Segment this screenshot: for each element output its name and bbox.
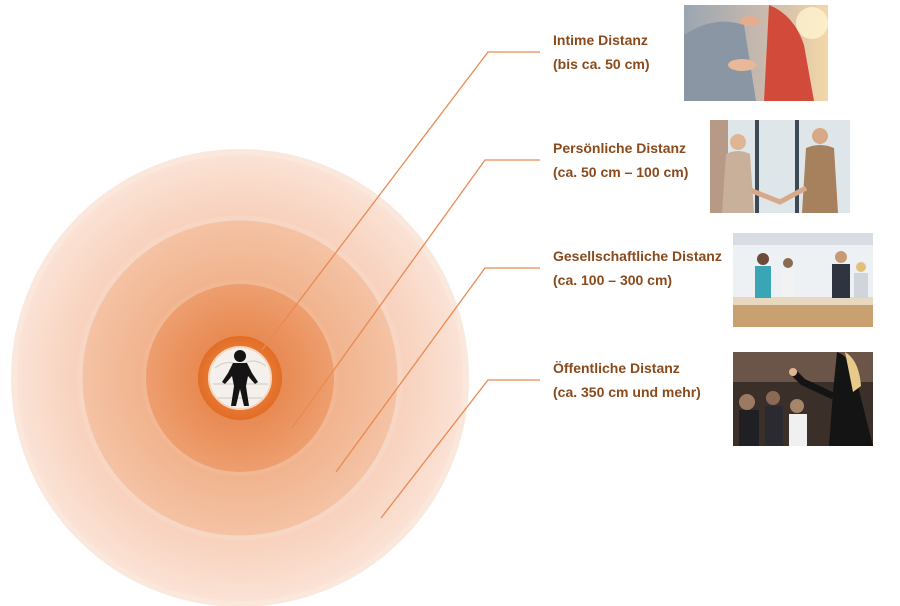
business-meeting-photo	[733, 233, 873, 327]
zone-title: Intime Distanz	[553, 32, 648, 48]
handshake-photo	[710, 120, 850, 213]
leader-line-social	[335, 267, 540, 473]
zone-range: (ca. 100 – 300 cm)	[553, 272, 673, 288]
intimate-distance-label: Intime Distanz (bis ca. 50 cm)	[553, 28, 650, 76]
zone-title: Öffentliche Distanz	[553, 360, 680, 376]
leader-line-public	[380, 379, 540, 519]
embracing-couple-photo	[684, 5, 828, 101]
zone-title: Persönliche Distanz	[553, 140, 687, 156]
leader-line-personal	[291, 159, 540, 429]
zone-range: (bis ca. 50 cm)	[553, 56, 650, 72]
public-speaker-photo	[733, 352, 873, 446]
person-silhouette-icon	[222, 350, 258, 406]
zone-range: (ca. 350 cm und mehr)	[553, 384, 701, 400]
zone-range: (ca. 50 cm – 100 cm)	[553, 164, 689, 180]
public-distance-label: Öffentliche Distanz (ca. 350 cm und mehr…	[553, 356, 701, 404]
leader-line-intimate	[261, 51, 540, 351]
social-distance-label: Gesellschaftliche Distanz (ca. 100 – 300…	[553, 244, 722, 292]
zone-title: Gesellschaftliche Distanz	[553, 248, 722, 264]
personal-distance-label: Persönliche Distanz (ca. 50 cm – 100 cm)	[553, 136, 688, 184]
